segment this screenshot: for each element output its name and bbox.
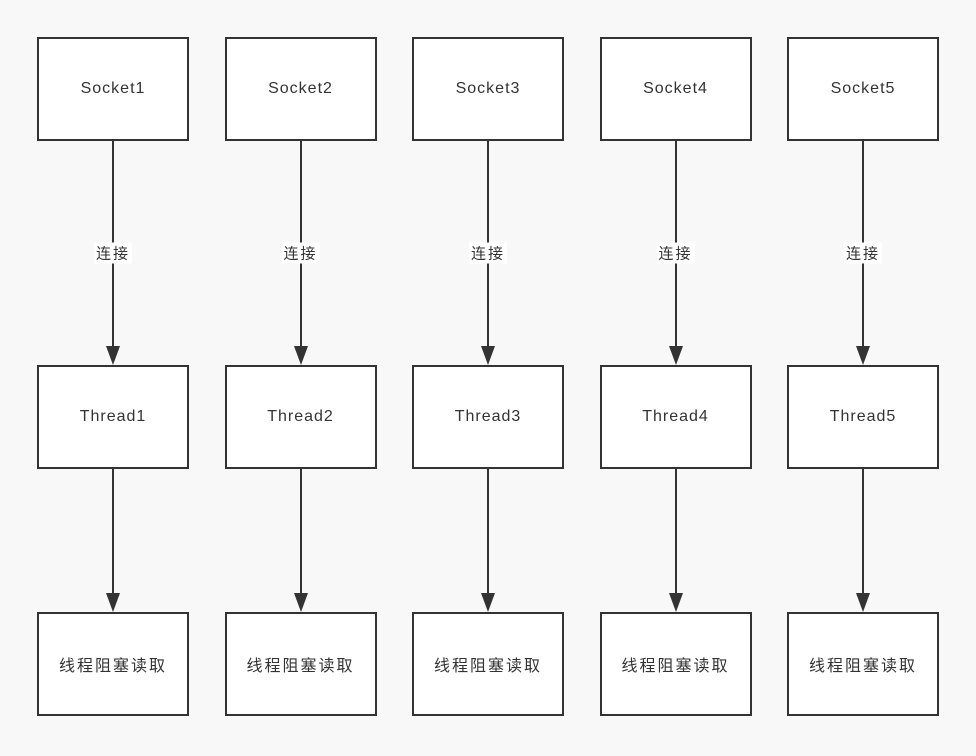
connector-label: 连接 (468, 242, 508, 264)
thread-node: Thread1 (37, 365, 189, 469)
arrow-line (112, 469, 114, 609)
connector-label: 连接 (93, 242, 133, 264)
connector-arrow: 连接 (37, 141, 189, 365)
arrow-down-icon (668, 593, 683, 612)
blocking-read-node: 线程阻塞读取 (37, 612, 189, 716)
flow-columns: Socket1 连接 Thread1 线程阻塞读取 Socket2 连接 Thr… (37, 37, 939, 716)
connector-arrow (787, 469, 939, 612)
arrow-down-icon (856, 593, 870, 612)
flow-column-4: Socket4 连接 Thread4 线程阻塞读取 (599, 37, 752, 716)
arrow-line (674, 469, 677, 609)
socket-node: Socket3 (412, 37, 564, 141)
arrow-down-icon (668, 346, 683, 365)
connector-arrow: 连接 (600, 141, 752, 365)
arrow-down-icon (106, 346, 120, 365)
arrow-down-icon (481, 346, 495, 365)
arrow-line (487, 469, 489, 609)
arrow-line (862, 469, 864, 609)
connector-arrow (412, 469, 564, 612)
connector-arrow (37, 469, 189, 612)
socket-node: Socket4 (599, 37, 752, 141)
connector-arrow: 连接 (225, 141, 377, 365)
arrow-down-icon (293, 593, 308, 612)
socket-node: Socket2 (224, 37, 377, 141)
thread-node: Thread4 (599, 365, 752, 469)
socket-node: Socket1 (37, 37, 189, 141)
thread-node: Thread5 (787, 365, 939, 469)
arrow-down-icon (481, 593, 495, 612)
connector-label: 连接 (281, 242, 320, 264)
flow-column-1: Socket1 连接 Thread1 线程阻塞读取 (37, 37, 189, 716)
blocking-read-node: 线程阻塞读取 (599, 612, 752, 716)
connector-label: 连接 (656, 242, 695, 264)
blocking-read-node: 线程阻塞读取 (224, 612, 377, 716)
arrow-line (299, 469, 302, 609)
connector-label: 连接 (843, 242, 883, 264)
connector-arrow (225, 469, 377, 612)
thread-node: Thread3 (412, 365, 564, 469)
flow-column-2: Socket2 连接 Thread2 线程阻塞读取 (224, 37, 377, 716)
arrow-down-icon (293, 346, 308, 365)
arrow-down-icon (856, 346, 870, 365)
thread-node: Thread2 (224, 365, 377, 469)
flow-column-5: Socket5 连接 Thread5 线程阻塞读取 (787, 37, 939, 716)
connector-arrow (600, 469, 752, 612)
arrow-down-icon (106, 593, 120, 612)
flow-column-3: Socket3 连接 Thread3 线程阻塞读取 (412, 37, 564, 716)
blocking-read-node: 线程阻塞读取 (787, 612, 939, 716)
blocking-read-node: 线程阻塞读取 (412, 612, 564, 716)
socket-node: Socket5 (787, 37, 939, 141)
connector-arrow: 连接 (412, 141, 564, 365)
connector-arrow: 连接 (787, 141, 939, 365)
